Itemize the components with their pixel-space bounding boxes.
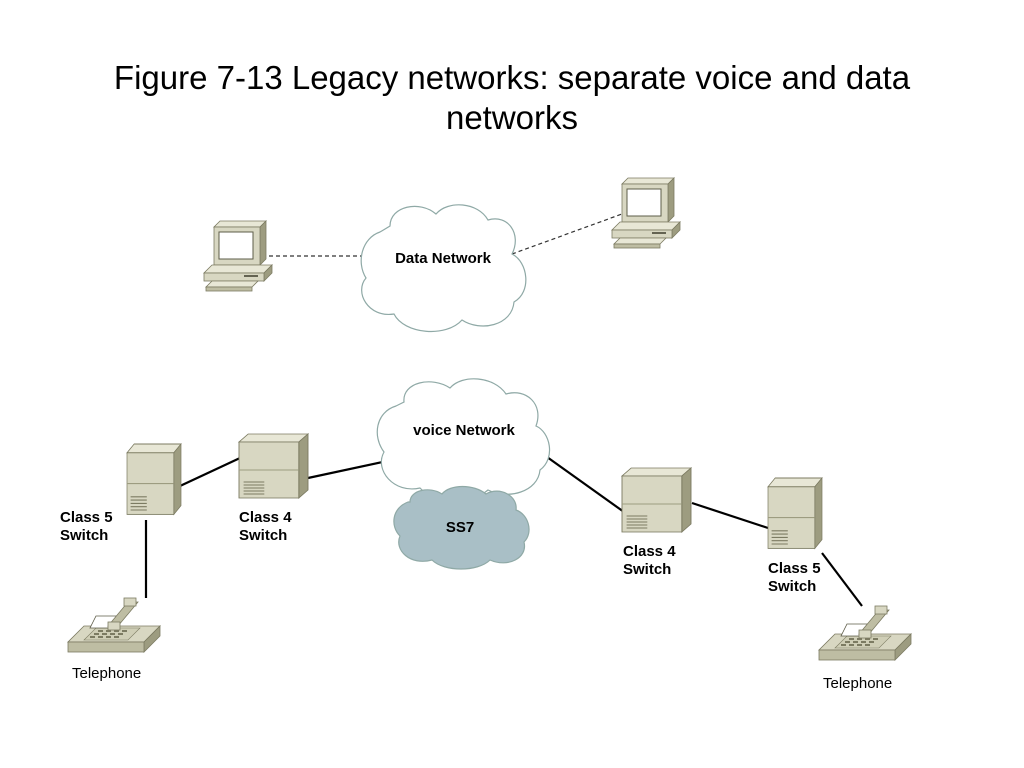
right-class4-label-line1: Class 4 <box>623 543 676 560</box>
data-network-label: Data Network <box>395 250 492 267</box>
right-class4-label-line2: Switch <box>623 561 671 578</box>
left-class4-label-line1: Class 4 <box>239 509 292 526</box>
left-class5-label-line2: Switch <box>60 527 108 544</box>
class5-switch-left-icon <box>126 443 182 515</box>
computer-left-icon <box>203 220 273 292</box>
right-class5-label-line1: Class 5 <box>768 560 821 577</box>
right-class5-label-line2: Switch <box>768 578 816 595</box>
data-network-cloud <box>360 204 527 333</box>
ss7-cloud <box>393 485 530 570</box>
telephone-right-icon <box>818 605 912 661</box>
right-telephone-label: Telephone <box>823 675 892 692</box>
voice-network-label: voice Network <box>413 422 515 439</box>
link-class4-class5-right <box>691 501 769 530</box>
computer-right-icon <box>611 177 681 249</box>
title-line-1: Figure 7-13 Legacy networks: separate vo… <box>113 59 911 96</box>
link-class4-voice-left <box>307 458 393 480</box>
telephone-left-icon <box>67 597 161 653</box>
class4-switch-right-icon <box>621 467 692 533</box>
left-class5-label-line1: Class 5 <box>60 509 113 526</box>
class4-switch-left-icon <box>238 433 309 499</box>
link-class5-phone-right <box>821 552 863 607</box>
left-telephone-label: Telephone <box>72 665 141 682</box>
figure-title: Figure 7-13 Legacy networks: separate vo… <box>62 58 962 138</box>
title-line-2: networks <box>445 99 579 136</box>
class5-switch-right-icon <box>767 477 823 549</box>
left-class4-label-line2: Switch <box>239 527 287 544</box>
data-link-right <box>511 213 623 255</box>
link-voice-class4-right <box>539 451 625 513</box>
link-class5-class4-left <box>179 457 241 487</box>
ss7-label: SS7 <box>446 519 474 536</box>
voice-network-cloud <box>376 378 551 501</box>
